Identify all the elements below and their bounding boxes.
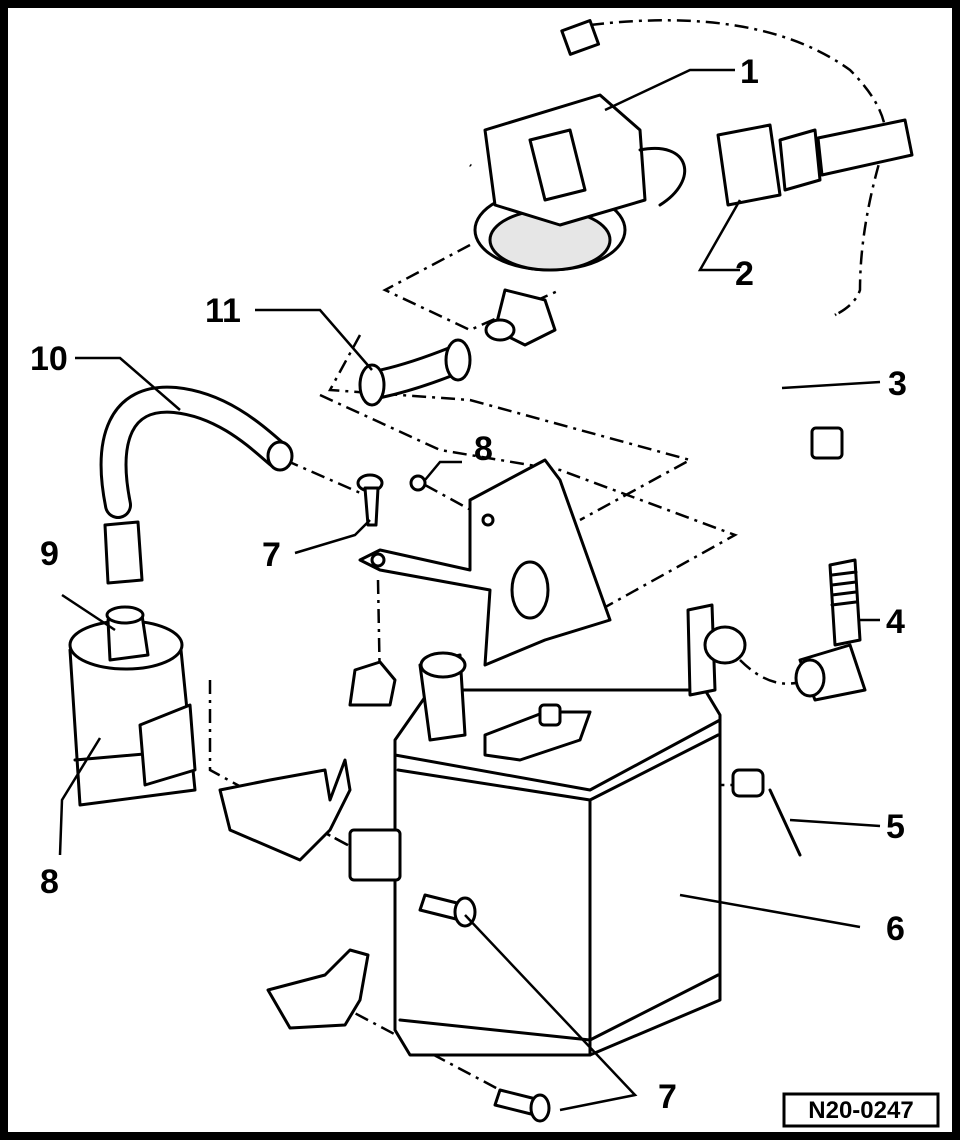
leader-7-lower xyxy=(464,914,638,1112)
canister-port-right-cap xyxy=(703,625,747,665)
canister-top-edge xyxy=(393,718,722,792)
plug-body xyxy=(716,123,782,207)
leader-3 xyxy=(781,380,881,390)
valve-nozzle xyxy=(484,318,516,342)
plug-neck xyxy=(778,128,822,192)
bracket-hole-small xyxy=(370,552,386,568)
elbow-4-nut xyxy=(794,658,826,698)
leader-2 xyxy=(697,199,742,272)
filter-9 xyxy=(68,605,197,807)
callout-7-upper: 7 xyxy=(262,536,281,574)
callout-1: 1 xyxy=(740,53,759,91)
connector-5 xyxy=(731,768,802,857)
filter-9-clip xyxy=(138,703,197,787)
connector-plug xyxy=(716,118,914,207)
canister-port-left-cap xyxy=(419,651,467,679)
pipe-elbow-3 xyxy=(768,311,844,460)
leader-8-upper xyxy=(424,460,462,481)
callout-11: 11 xyxy=(205,292,241,330)
screw-lower xyxy=(493,1088,551,1123)
hose-10 xyxy=(99,385,294,585)
leader-6 xyxy=(679,893,861,929)
solenoid-valve xyxy=(441,19,687,347)
charcoal-canister xyxy=(393,603,747,1057)
elbow-4-thread xyxy=(830,570,858,607)
small-screw-upper xyxy=(409,474,427,492)
callout-5: 5 xyxy=(886,808,905,846)
side-clip-upper xyxy=(218,758,352,862)
figure-id-box xyxy=(782,1092,940,1128)
callout-6: 6 xyxy=(886,910,905,948)
leader-11 xyxy=(255,308,373,371)
pipe-3-nut xyxy=(810,426,844,460)
routing-line-10 xyxy=(284,458,366,497)
side-clip-lower xyxy=(266,948,370,1030)
screw-upper-shank xyxy=(363,486,380,527)
figure-id: N20-0247 xyxy=(808,1097,913,1124)
bracket-hole-top xyxy=(481,513,495,527)
routing-line-bracket xyxy=(319,393,738,612)
mounting-bracket xyxy=(358,458,612,667)
hose-end xyxy=(560,19,601,56)
elbow-hose-11 xyxy=(358,338,472,407)
bracket-hole xyxy=(510,560,550,620)
leader-8-lower xyxy=(58,737,102,856)
hose-top-inner xyxy=(441,35,572,169)
leader-9 xyxy=(61,593,116,632)
canister-nipple xyxy=(538,703,562,727)
canister-bottom-band xyxy=(398,973,720,1042)
leader-10 xyxy=(75,356,181,411)
valve-connector xyxy=(528,128,587,202)
routing-line-hose xyxy=(327,334,694,522)
connector-5-body xyxy=(731,768,765,798)
callout-7-lower: 7 xyxy=(658,1078,677,1116)
hose-11-clamp-left xyxy=(358,363,386,407)
plug-cable xyxy=(816,118,914,177)
screw-upper xyxy=(356,473,384,527)
leader-5 xyxy=(789,818,881,828)
screw-lower-head xyxy=(529,1093,551,1123)
valve-loop xyxy=(638,147,687,207)
connector-5-wire xyxy=(768,788,802,857)
hose-11-fill xyxy=(363,348,467,397)
callout-2: 2 xyxy=(735,255,754,293)
callout-8-lower: 8 xyxy=(40,863,59,901)
pipe-3-inner xyxy=(768,311,837,444)
clip-nut xyxy=(348,660,397,707)
hose-10-end xyxy=(266,440,294,472)
leader-7-upper xyxy=(294,519,371,555)
bracket-body xyxy=(358,458,612,667)
routing-line-4 xyxy=(739,659,801,685)
hose-10-fill xyxy=(102,388,289,516)
routing-line-8 xyxy=(424,483,481,517)
callout-9: 9 xyxy=(40,535,59,573)
callout-8-upper: 8 xyxy=(474,430,493,468)
leader-lines xyxy=(58,68,881,1112)
hose-11-clamp-right xyxy=(444,338,472,382)
canister-port-right xyxy=(686,603,717,697)
callout-3: 3 xyxy=(888,365,907,403)
hose-10-sleeve xyxy=(103,520,144,585)
filter-9-neck-cap xyxy=(105,605,145,625)
elbow-connector-4 xyxy=(794,558,867,702)
callout-10: 10 xyxy=(30,340,68,378)
rubber-mount xyxy=(348,828,402,882)
callout-4: 4 xyxy=(886,603,905,641)
leader-1 xyxy=(604,68,735,112)
